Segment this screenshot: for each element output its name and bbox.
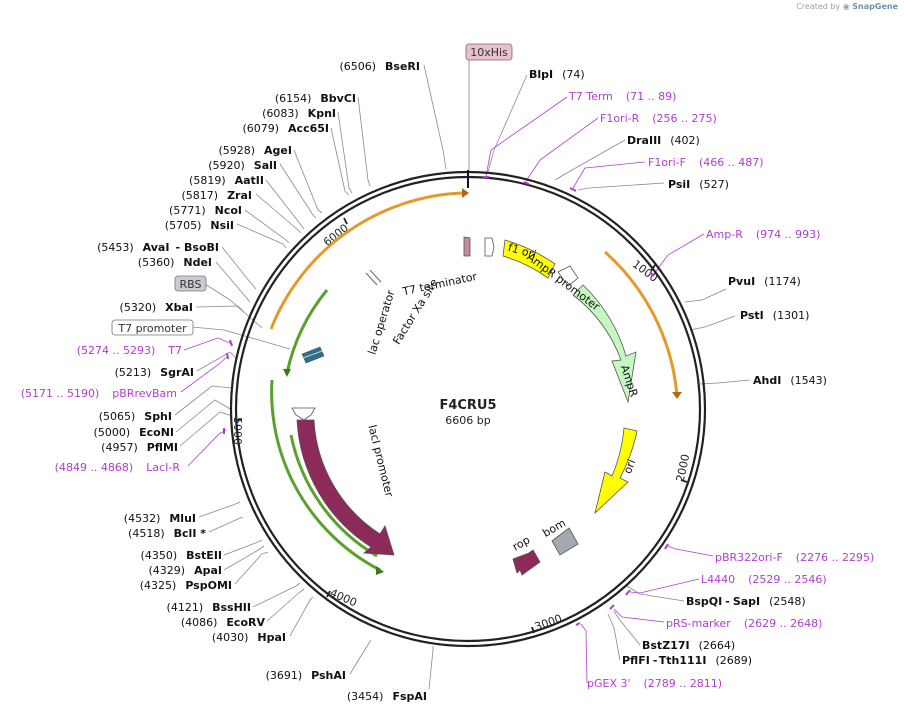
site-ncoi: (5771)NcoI [169, 204, 242, 217]
site-sali: (5920)SalI [208, 159, 277, 172]
site-sgrai: (5213)SgrAI [115, 366, 194, 379]
bom-box [551, 527, 579, 556]
t7-promoter-label: T7 promoter [117, 322, 187, 335]
site-apai: (4329)ApaI [149, 564, 222, 577]
site-acc65i: (6079)Acc65I [242, 122, 329, 135]
ori-arrow [594, 427, 638, 515]
tick-marks [236, 217, 688, 634]
site-pspomi: (4325)PspOMI [140, 579, 232, 592]
factor-xa-mark [365, 272, 378, 286]
tick-3000: 3000 [533, 612, 564, 634]
primer-pbrrevbam: (5171 .. 5190)pBRrevBam [21, 387, 177, 400]
site-pshai: (3691)PshAI [266, 669, 346, 682]
plasmid-name: F4CRU5 [439, 398, 496, 413]
left-site-labels: (6506)BseRI (6154)BbvCI (6083)KpnI (6079… [94, 60, 427, 703]
site-bbvci: (6154)BbvCI [275, 92, 356, 105]
primer-marks [223, 176, 669, 626]
site-bcli: (4518)BclI * [128, 527, 206, 540]
feature-label-t7-terminator: T7 terminator [400, 270, 478, 299]
site-bstz17i: BstZ17I(2664) [642, 639, 735, 652]
site-pvui: PvuI(1174) [728, 275, 801, 288]
site-kpni: (6083)KpnI [262, 107, 336, 120]
his-tag-mark [463, 236, 471, 257]
primer-pgex-3: pGEX 3'(2789 .. 2811) [587, 677, 722, 690]
primer-t7-term: T7 Term(71 .. 89) [568, 90, 676, 103]
primer-t7: (5274 .. 5293)T7 [77, 344, 182, 357]
site-blpi: BlpI(74) [529, 68, 585, 81]
f1-ori-arrow [502, 239, 556, 279]
orange-arc-ampr [604, 250, 679, 397]
green-arc-inner [289, 434, 378, 558]
t7-promoter-box [111, 319, 194, 336]
snapgene-attribution: Created by ◉ SnapGene [796, 2, 898, 11]
feature-label-lacI-promoter: lacI promoter [365, 424, 396, 499]
site-pflfi-tth111i: PflFI-Tth111I(2689) [622, 654, 752, 667]
orange-arc-lacI-fusion [269, 191, 463, 330]
lacI-arrow [296, 419, 395, 556]
site-psti: PstI(1301) [740, 309, 809, 322]
primer-laci-r: (4849 .. 4868)LacI-R [55, 461, 181, 474]
site-xbai: (5320)XbaI [120, 301, 193, 314]
his-tag-label: 10xHis [470, 46, 508, 59]
primer-f1ori-f: F1ori-F(466 .. 487) [648, 156, 764, 169]
primer-prs-marker: pRS-marker(2629 .. 2648) [666, 617, 822, 630]
site-draiii: DraIII(402) [627, 134, 700, 147]
site-ecorv: (4086)EcoRV [181, 616, 266, 629]
green-arc-outer [270, 379, 381, 572]
his-tag-box [465, 43, 513, 61]
green-arc-lac-op-head [283, 369, 291, 377]
green-arc-outer-head [376, 566, 384, 575]
rbs-box [174, 275, 207, 292]
ampr-promoter-arrow [557, 265, 579, 287]
site-psii: PsiI(527) [668, 178, 729, 191]
leader-lines [174, 58, 751, 690]
orange-arc-lacI-fusion-head [462, 188, 469, 198]
tick-2000: 2000 [674, 453, 693, 483]
feature-label-ori: ori [621, 457, 638, 475]
primer-pbr322ori-f: pBR322ori-F(2276 .. 2295) [715, 551, 874, 564]
feature-label-ampr-promoter: AmpR promoter [524, 250, 602, 313]
site-pflmi: (4957)PflMI [101, 441, 178, 454]
site-aatii: (5819)AatII [189, 174, 264, 187]
rbs-label: RBS [180, 278, 202, 291]
site-bsteii: (4350)BstEII [141, 549, 222, 562]
site-econi: (5000)EcoNI [94, 426, 174, 439]
site-ahdi: AhdI(1543) [753, 374, 827, 387]
attribution-brand: SnapGene [852, 2, 898, 11]
site-nsii: (5705)NsiI [165, 219, 234, 232]
lac-operator-mark [301, 346, 325, 364]
snapgene-logo-icon: ◉ [842, 2, 850, 11]
site-ndei: (5360)NdeI [138, 256, 212, 269]
attribution-prefix: Created by [796, 2, 841, 11]
feature-label-lac-operator: lac operator [366, 288, 398, 356]
site-agei: (5928)AgeI [218, 144, 292, 157]
site-avai-bsobi: (5453)AvaI-BsoBI [97, 241, 219, 254]
primer-l4440: L4440(2529 .. 2546) [701, 573, 827, 586]
primer-leaders [180, 96, 714, 684]
site-bseri: (6506)BseRI [339, 60, 420, 73]
site-bsshii: (4121)BssHII [167, 601, 251, 614]
site-bspqi-sapi: BspQI-SapI(2548) [686, 595, 806, 608]
feature-label-rop: rop [510, 533, 532, 553]
site-mlui: (4532)MluI [124, 512, 196, 525]
factor-xa-mark-2 [369, 269, 382, 283]
tick-5000: 5000 [231, 417, 244, 445]
site-zrai: (5817)ZraI [182, 189, 253, 202]
tick-1000: 1000 [630, 258, 660, 285]
primer-amp-r: Amp-R(974 .. 993) [706, 228, 820, 241]
primer-f1ori-r: F1ori-R(256 .. 275) [600, 112, 717, 125]
rop-arrow [512, 549, 541, 576]
site-hpai: (4030)HpaI [212, 631, 286, 644]
site-fspai: (3454)FspAI [347, 690, 427, 703]
orange-arc-ampr-head [672, 392, 682, 399]
ampr-arrow [572, 284, 637, 404]
plasmid-length: 6606 bp [445, 414, 490, 427]
green-arc-lac-op [285, 289, 329, 374]
t7-terminator-mark [484, 237, 495, 257]
tick-4000: 4000 [328, 586, 359, 609]
site-sphi: (5065)SphI [99, 410, 172, 423]
lacI-promoter-arrow [291, 407, 316, 421]
